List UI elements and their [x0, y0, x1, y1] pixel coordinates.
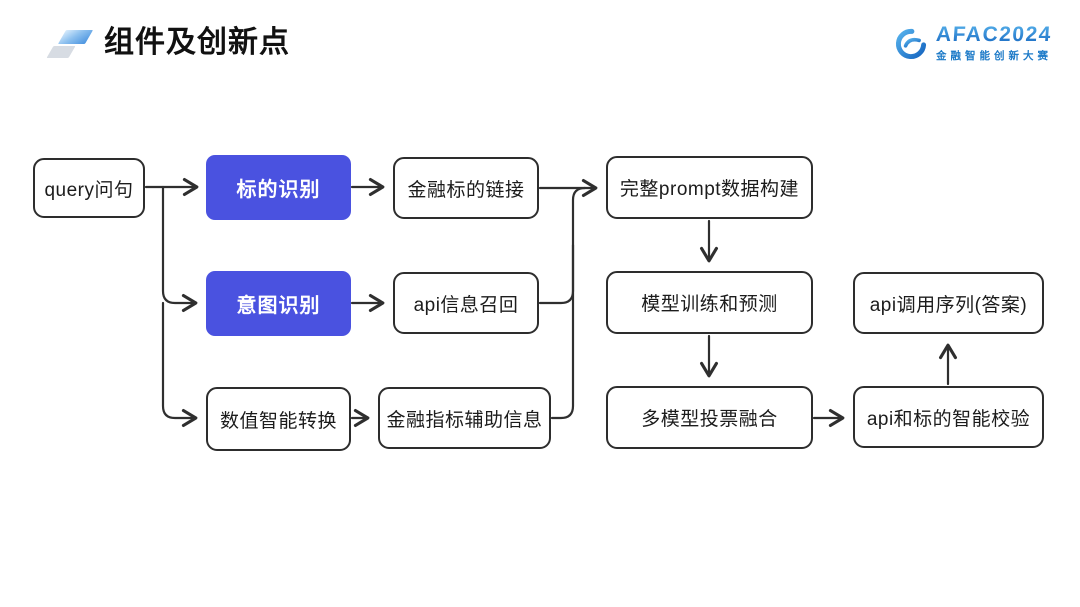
node-api-info-recall: api信息召回 [393, 272, 539, 334]
node-financial-indicator-aux: 金融指标辅助信息 [378, 387, 551, 449]
node-prompt-construction: 完整prompt数据构建 [606, 156, 813, 219]
afac-swirl-icon [895, 28, 927, 59]
node-query: query问句 [33, 158, 145, 218]
node-intent-recognition: 意图识别 [206, 271, 351, 336]
page-title: 组件及创新点 [104, 26, 290, 59]
node-api-call-sequence: api调用序列(答案) [853, 272, 1044, 334]
afac-logo-text-block: AFAC2024 金融智能创新大赛 [935, 23, 1052, 63]
node-target-recognition: 标的识别 [206, 155, 351, 220]
page-header: 组件及创新点 [46, 26, 290, 60]
afac-logo: AFAC2024 金融智能创新大赛 [893, 23, 1053, 63]
node-api-target-verification: api和标的智能校验 [853, 386, 1044, 448]
node-multi-model-voting: 多模型投票融合 [606, 386, 813, 449]
node-numeric-conversion: 数值智能转换 [206, 387, 351, 451]
afac-logo-subtext: 金融智能创新大赛 [936, 50, 1052, 62]
node-model-training: 模型训练和预测 [606, 271, 813, 334]
node-financial-target-link: 金融标的链接 [393, 157, 539, 219]
